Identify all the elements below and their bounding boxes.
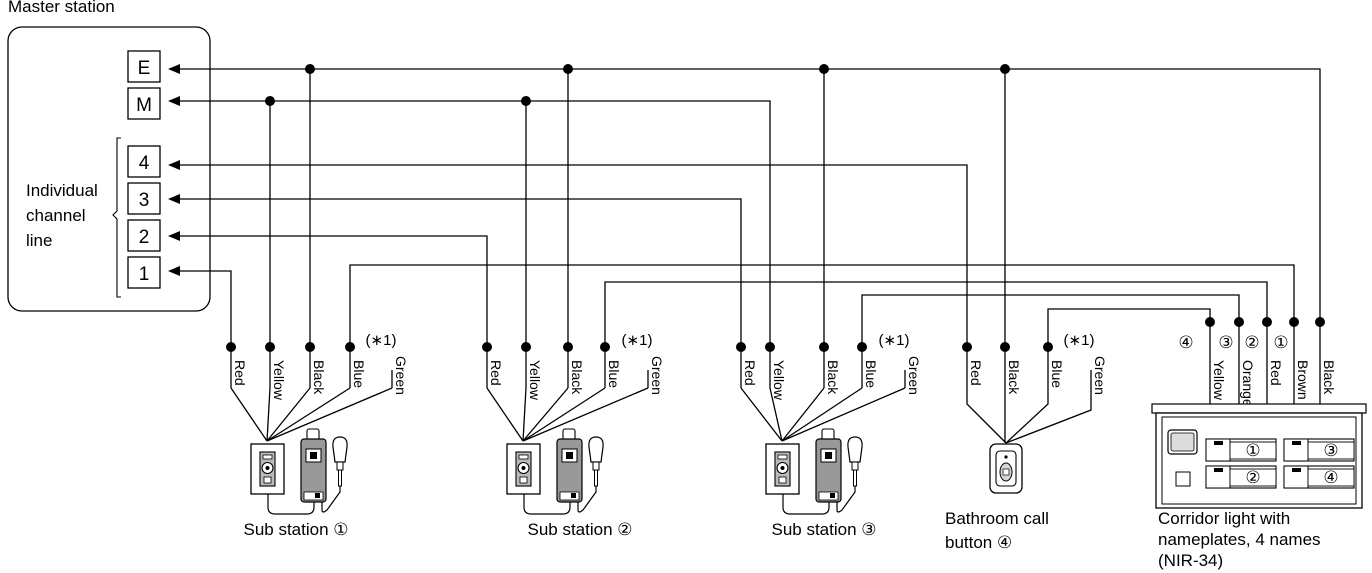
corridor-wire-number-1: ① (1273, 333, 1288, 352)
wire-label-red: Red (1268, 360, 1284, 386)
substation-1-device (250, 428, 348, 515)
note-asterisk-1: (∗1) (879, 332, 910, 349)
wire-label-blue: Blue (1049, 360, 1065, 388)
terminal-e-label: E (138, 58, 151, 79)
individual-channel-label-line1: Individual (26, 181, 98, 200)
substation-1-caption: Sub station ① (243, 520, 348, 539)
terminal-1-label: 1 (139, 264, 150, 285)
corridor-wire-number-4: ④ (1178, 333, 1193, 352)
bathroom-caption-line1: Bathroom call (945, 509, 1049, 528)
corridor-caption-line3: (NIR-34) (1158, 551, 1223, 570)
wire-label-blue: Blue (351, 360, 367, 388)
terminal-3-label: 3 (139, 190, 150, 211)
nameplate-1: ① (1245, 441, 1260, 460)
corridor-caption-line1: Corridor light with (1158, 509, 1290, 528)
terminal-1: 1 (127, 256, 161, 289)
wire-label-green: Green (649, 356, 665, 395)
junction-dots (226, 64, 1325, 352)
nameplate-2: ② (1245, 468, 1260, 487)
corridor-wire-labels: ④ ③ ② ① Yellow Orange Red Brown Black (1178, 333, 1337, 407)
wire-label-green: Green (393, 356, 409, 395)
wiring (170, 68, 1321, 444)
wire-label-yellow: Yellow (1211, 360, 1227, 401)
terminal-e: E (127, 50, 161, 83)
wire-label-black: Black (825, 360, 841, 395)
terminal-3: 3 (127, 182, 161, 215)
wire-label-yellow: Yellow (771, 360, 787, 401)
wire-label-red: Red (968, 360, 984, 386)
terminal-m: M (127, 87, 161, 120)
corridor-light-panel: ① ③ ② ④ (1151, 403, 1367, 509)
wire-label-orange: Orange (1240, 360, 1256, 407)
wire-label-black: Black (569, 360, 585, 395)
master-station-title: Master station (8, 0, 115, 16)
substation-1-wire-labels: Red Yellow Black Blue Green (∗1) (232, 332, 409, 401)
note-asterisk-1: (∗1) (366, 332, 397, 349)
wire-label-green: Green (1092, 356, 1108, 395)
individual-channel-label-line3: line (26, 231, 52, 250)
individual-channel-label-line2: channel (26, 206, 86, 225)
substation-3-caption: Sub station ③ (771, 520, 876, 539)
terminal-arrows (168, 64, 180, 276)
terminal-2-label: 2 (139, 227, 150, 248)
nameplate-4: ④ (1323, 468, 1338, 487)
wire-label-yellow: Yellow (271, 360, 287, 401)
terminal-4: 4 (127, 145, 161, 178)
substation-3-wire-labels: Red Yellow Black Blue Green (∗1) (742, 332, 922, 401)
terminal-4-label: 4 (139, 153, 150, 174)
wire-label-brown: Brown (1295, 360, 1311, 400)
individual-channel-brace (112, 137, 121, 298)
wire-label-blue: Blue (606, 360, 622, 388)
terminal-m-label: M (136, 95, 152, 116)
substation-2-device (506, 428, 604, 515)
bathroom-call-button (989, 443, 1023, 494)
substation-3-device (765, 428, 863, 515)
wire-label-black: Black (311, 360, 327, 395)
note-asterisk-1: (∗1) (1064, 332, 1095, 349)
nameplate-3: ③ (1323, 441, 1338, 460)
wire-label-red: Red (232, 360, 248, 386)
wire-label-green: Green (906, 356, 922, 395)
substation-2-wire-labels: Red Yellow Black Blue Green (∗1) (488, 332, 665, 401)
corridor-wire-number-2: ② (1244, 333, 1259, 352)
substation-2-caption: Sub station ② (527, 520, 632, 539)
wire-label-black: Black (1321, 360, 1337, 395)
wire-label-yellow: Yellow (527, 360, 543, 401)
wire-label-red: Red (488, 360, 504, 386)
bathroom-caption-line2: button ④ (945, 533, 1012, 552)
corridor-wire-number-3: ③ (1218, 333, 1233, 352)
terminal-2: 2 (127, 219, 161, 252)
note-asterisk-1: (∗1) (622, 332, 653, 349)
bathroom-wire-labels: Red Black Blue Green (∗1) (968, 332, 1108, 395)
wire-label-black: Black (1006, 360, 1022, 395)
wire-label-red: Red (742, 360, 758, 386)
wire-label-blue: Blue (863, 360, 879, 388)
corridor-caption-line2: nameplates, 4 names (1158, 530, 1321, 549)
